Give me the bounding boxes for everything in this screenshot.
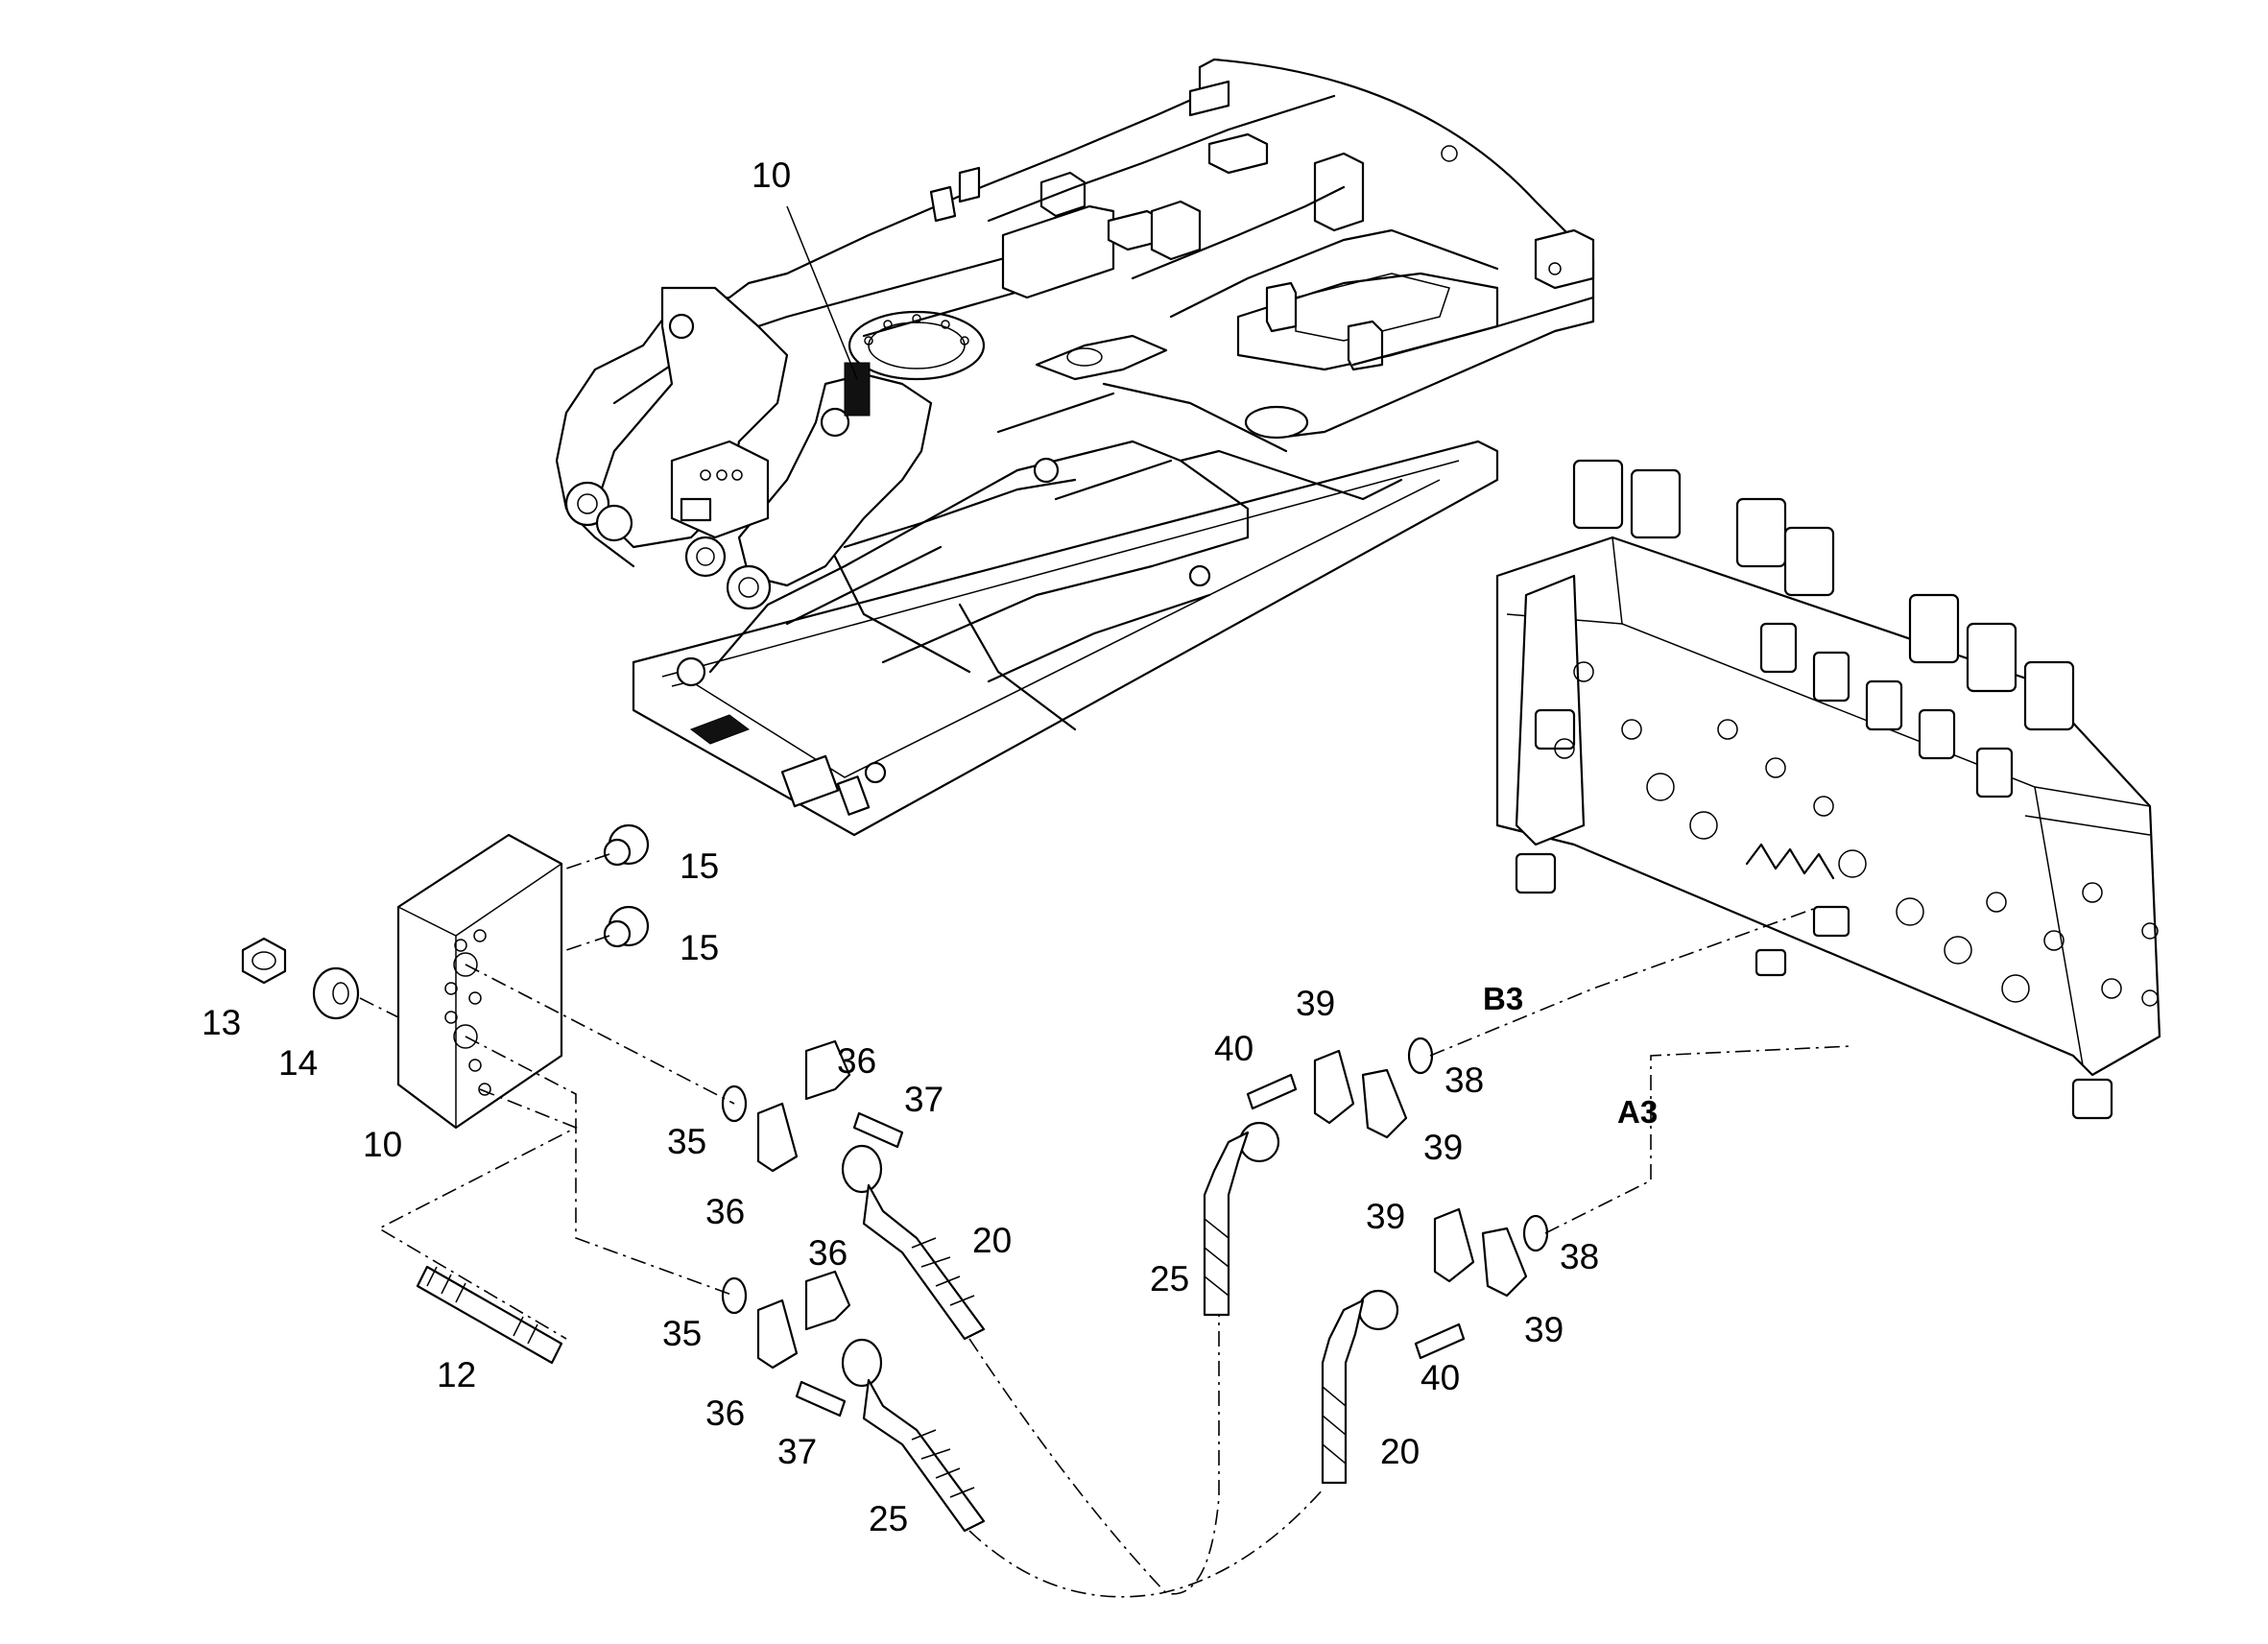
hex-nut-13: [241, 937, 287, 985]
flange-half-36d: [756, 1299, 799, 1370]
callout-36-left: 36: [705, 1192, 745, 1231]
callout-39-upper: 39: [1296, 984, 1335, 1023]
callout-10-block: 10: [363, 1125, 402, 1164]
screw-40-upper: [1246, 1073, 1298, 1110]
callout-10-frame: 10: [752, 155, 791, 195]
callout-37-lower: 37: [777, 1432, 817, 1471]
chassis-frame: [555, 58, 1595, 837]
callout-25-center: 25: [1150, 1259, 1189, 1299]
callout-36-upper: 36: [837, 1041, 876, 1081]
callout-37-upper: 37: [904, 1080, 943, 1119]
flange-half-39b: [1361, 1068, 1408, 1139]
flange-half-39a: [1313, 1049, 1355, 1125]
flange-half-36c: [804, 1270, 851, 1331]
leader-lines: [359, 205, 1853, 1598]
o-ring-38-lower: [1522, 1214, 1549, 1252]
callout-15-lower: 15: [680, 928, 719, 967]
flange-half-36a: [804, 1039, 851, 1101]
callout-13: 13: [202, 1003, 241, 1042]
callout-38-lower: 38: [1560, 1237, 1599, 1276]
callout-39-right: 39: [1423, 1128, 1463, 1167]
screw-37-upper: [852, 1111, 904, 1149]
screw-40-lower: [1414, 1322, 1466, 1360]
callout-36-mid: 36: [808, 1233, 848, 1273]
washer-14: [312, 966, 360, 1020]
callout-20-right: 20: [1380, 1432, 1420, 1471]
callout-20-left: 20: [972, 1221, 1012, 1260]
callout-38-upper: 38: [1444, 1060, 1484, 1100]
hose-20-left: [841, 1144, 986, 1341]
callout-35-lower: 35: [662, 1314, 702, 1353]
callout-12: 12: [437, 1355, 476, 1394]
callout-39-lower: 39: [1524, 1310, 1564, 1349]
port-label-b3: B3: [1483, 981, 1523, 1016]
flange-half-39c: [1433, 1207, 1475, 1283]
callout-labels: 10 15 15 13 14 10 12 36 37 35 36 20 36 3…: [202, 155, 1658, 1538]
plug-15-upper: [603, 823, 650, 867]
callout-39-mid: 39: [1366, 1197, 1405, 1236]
flange-half-39d: [1481, 1227, 1528, 1298]
o-ring-38-upper: [1407, 1036, 1434, 1075]
manifold-block: [396, 833, 563, 1130]
hose-25-left: [841, 1338, 986, 1533]
hose-20-right: [1321, 1289, 1399, 1485]
o-ring-35-lower: [721, 1276, 748, 1315]
callout-35-upper: 35: [667, 1122, 706, 1161]
callout-14: 14: [278, 1043, 318, 1083]
callout-40-upper: 40: [1214, 1029, 1253, 1068]
stud-bolt-12: [416, 1265, 563, 1365]
callout-25-left: 25: [869, 1499, 908, 1538]
port-label-a3: A3: [1617, 1094, 1658, 1130]
screw-37-lower: [795, 1380, 847, 1418]
callout-40-lower: 40: [1420, 1358, 1460, 1397]
hose-25-center: [1203, 1121, 1280, 1317]
callout-15-upper: 15: [680, 846, 719, 886]
callout-36-lower: 36: [705, 1394, 745, 1433]
main-control-valve: [1495, 459, 2161, 1120]
flange-half-36b: [756, 1102, 799, 1173]
plug-15-lower: [603, 905, 650, 948]
